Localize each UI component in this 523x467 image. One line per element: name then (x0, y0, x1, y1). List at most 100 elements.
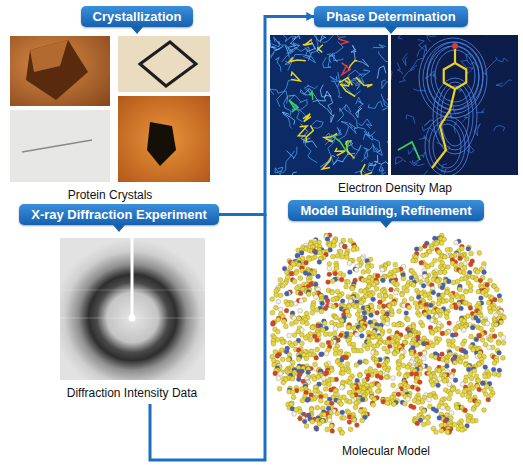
atom (292, 411, 297, 416)
molecular-model (270, 233, 507, 436)
atom (340, 431, 345, 436)
atom (306, 292, 311, 297)
atom (310, 419, 315, 424)
atom (304, 424, 309, 429)
atom (277, 386, 282, 391)
atom-stick (303, 114, 311, 122)
atom (361, 270, 366, 275)
atom (464, 256, 469, 261)
atom (280, 283, 285, 288)
atom (419, 260, 424, 265)
atom (281, 380, 286, 385)
atom (346, 280, 351, 285)
atom (411, 405, 416, 410)
atom-stick (291, 72, 300, 81)
atom (409, 341, 414, 346)
atom (433, 395, 438, 400)
atom (501, 340, 506, 345)
atom (416, 387, 421, 392)
atom (488, 309, 493, 314)
atom (319, 352, 324, 357)
atom (348, 427, 353, 432)
protein-crystal-photos (10, 36, 210, 182)
atom (448, 391, 453, 396)
mesh-line (477, 109, 485, 113)
atom (370, 308, 375, 313)
atom (480, 337, 485, 342)
mesh-line (383, 99, 388, 110)
atom-stick (444, 63, 467, 89)
atom (309, 406, 314, 411)
atom (298, 276, 303, 281)
atom (359, 333, 364, 338)
atom (437, 368, 442, 373)
atom-stick (342, 63, 351, 75)
atom (283, 349, 288, 354)
mesh-line (345, 105, 358, 129)
atom (297, 316, 302, 321)
atom (341, 371, 346, 376)
atom (347, 261, 352, 266)
atom (491, 284, 496, 289)
atom (290, 376, 295, 381)
atom (444, 315, 449, 320)
atom (292, 279, 297, 284)
atom (323, 306, 328, 311)
atom (427, 397, 432, 402)
atom (471, 347, 476, 352)
atom (330, 279, 335, 284)
atom (351, 247, 356, 252)
mesh-line (329, 53, 343, 61)
atom (300, 320, 305, 325)
atom (389, 287, 394, 292)
mesh-line (425, 71, 435, 79)
atom (486, 397, 491, 402)
atom (480, 381, 485, 386)
atom-stick (342, 83, 356, 96)
atom (496, 373, 501, 378)
atom (323, 387, 328, 392)
mesh-line (330, 76, 340, 87)
mesh-line (337, 105, 350, 122)
atom-stick (338, 39, 348, 45)
atom (450, 333, 455, 338)
mesh-line (323, 35, 346, 43)
mesh-line (397, 63, 403, 75)
atom (479, 296, 484, 301)
atom (421, 253, 426, 258)
atom (452, 422, 457, 427)
atom (324, 351, 329, 356)
mesh-line (467, 145, 474, 153)
atom (411, 258, 416, 263)
flow-line (150, 214, 265, 460)
mesh-line (494, 126, 505, 132)
atom (317, 250, 322, 255)
mesh-line (427, 35, 436, 42)
mesh-line (300, 88, 310, 96)
atom (274, 293, 279, 298)
atom (488, 338, 493, 343)
mesh-line (283, 151, 295, 174)
atom (489, 393, 494, 398)
atom (397, 309, 402, 314)
atom (305, 321, 310, 326)
atom (330, 429, 335, 434)
atom (275, 354, 280, 359)
mesh-line (406, 115, 414, 124)
atom (285, 302, 290, 307)
atom (342, 244, 347, 249)
atom (365, 264, 370, 269)
mesh-line (327, 109, 334, 123)
mesh-line (373, 139, 382, 156)
atom (385, 349, 390, 354)
atom (466, 367, 471, 372)
atom (457, 287, 462, 292)
atom (320, 343, 325, 348)
atom (394, 290, 399, 295)
atom (454, 240, 459, 245)
atom (369, 383, 374, 388)
atom (342, 416, 347, 421)
atom (391, 376, 396, 381)
atom (449, 304, 454, 309)
atom (314, 308, 319, 313)
